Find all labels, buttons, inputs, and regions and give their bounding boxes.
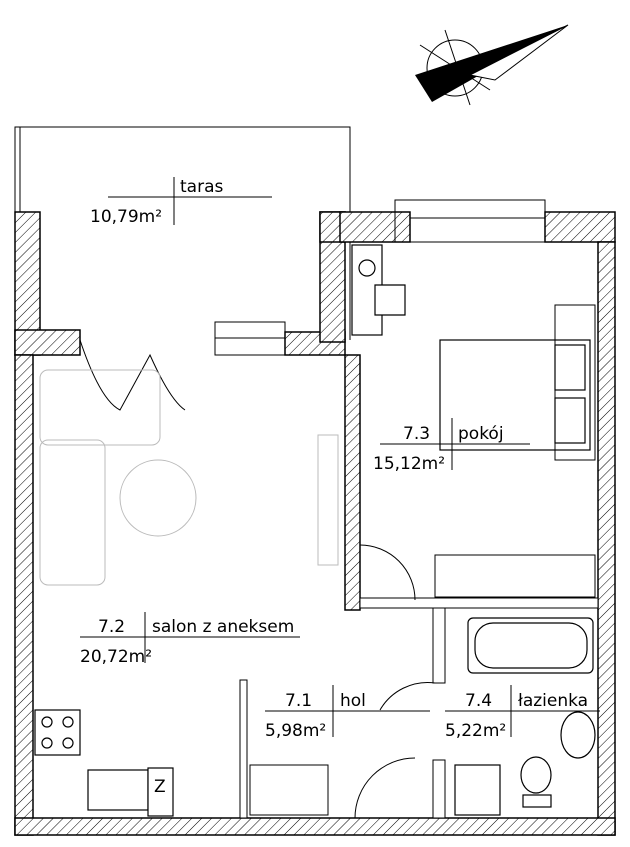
room-name: salon z aneksem bbox=[152, 617, 294, 637]
room-number: 7.4 bbox=[465, 691, 492, 711]
room-area: 10,79m² bbox=[90, 207, 162, 227]
room-area: 20,72m² bbox=[80, 647, 152, 667]
room-name: łazienka bbox=[518, 691, 588, 711]
room-number: 7.3 bbox=[403, 424, 430, 444]
fridge-label: Z bbox=[154, 777, 166, 797]
furniture: Z bbox=[34, 244, 596, 817]
room-area: 15,12m² bbox=[373, 454, 445, 474]
room-area: 5,22m² bbox=[445, 721, 506, 741]
room-area: 5,98m² bbox=[265, 721, 326, 741]
room-label-salon: 7.2 salon z aneksem 20,72m² bbox=[80, 612, 300, 667]
walls bbox=[14, 199, 616, 836]
room-label-pokoj: 7.3 pokój 15,12m² bbox=[373, 418, 530, 474]
north-arrow-icon bbox=[415, 24, 569, 106]
room-number: 7.2 bbox=[98, 617, 125, 637]
room-label-taras: taras 10,79m² bbox=[90, 177, 272, 227]
room-name: pokój bbox=[458, 424, 504, 444]
terrace bbox=[14, 126, 351, 340]
room-label-hol: 7.1 hol 5,98m² bbox=[265, 685, 430, 741]
doors bbox=[79, 339, 436, 819]
room-number: 7.1 bbox=[285, 691, 312, 711]
room-name: taras bbox=[180, 177, 223, 197]
room-label-lazienka: 7.4 łazienka 5,22m² bbox=[445, 685, 600, 741]
room-name: hol bbox=[340, 691, 366, 711]
